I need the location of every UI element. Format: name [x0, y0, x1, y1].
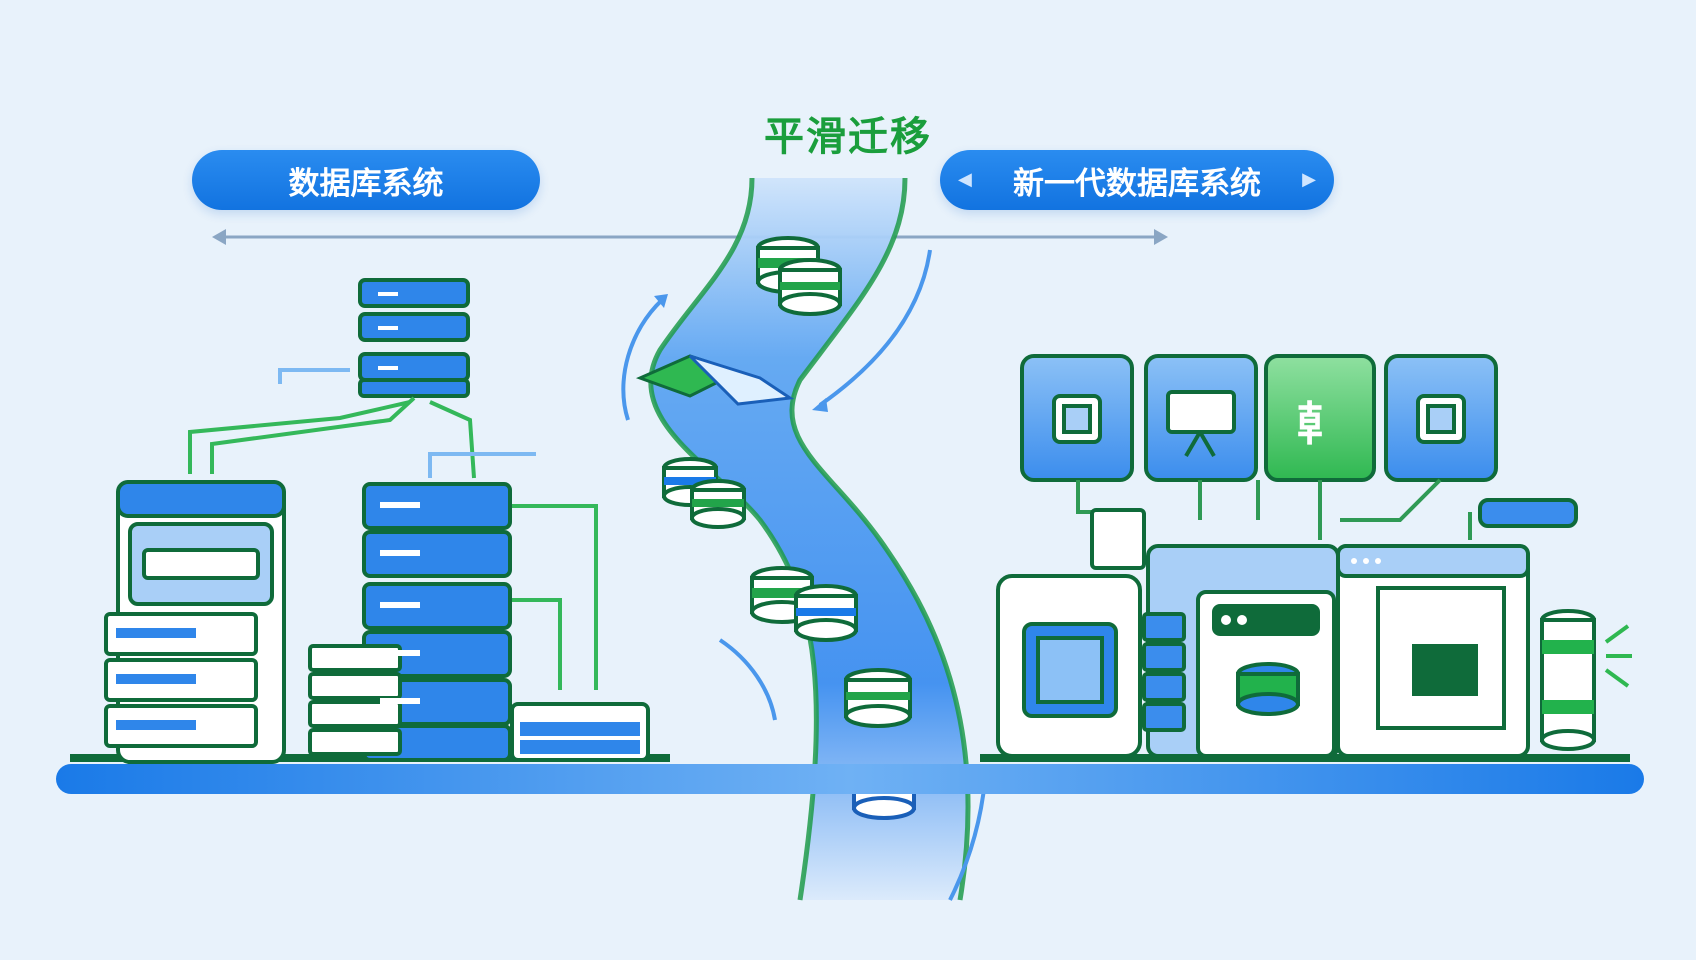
- legacy-indicator-lights: [215, 292, 420, 704]
- module-tiles: [1020, 354, 1498, 482]
- legacy-database-label: 数据库系统: [192, 150, 540, 210]
- base-shelf: [56, 764, 1644, 794]
- signal-lines: [1604, 624, 1632, 688]
- chevron-right-icon: ▶: [1302, 169, 1316, 190]
- data-packet: [635, 354, 795, 406]
- legacy-database-label-text: 数据库系统: [288, 165, 444, 202]
- next-gen-database-label-text: 新一代数据库系统: [1013, 165, 1261, 202]
- next-gen-database-label: ◀ 新一代数据库系统 ▶: [940, 150, 1334, 210]
- database-cylinders: [662, 236, 916, 820]
- diagram-title: 平滑迁移: [764, 114, 932, 160]
- module-glyph: 龺: [1297, 397, 1343, 451]
- horizontal-connector: [212, 229, 1168, 245]
- next-gen-hardware: [996, 498, 1596, 758]
- panel-dots: [1221, 558, 1381, 625]
- chevron-left-icon: ◀: [958, 169, 972, 190]
- legacy-server-cluster: [104, 278, 650, 764]
